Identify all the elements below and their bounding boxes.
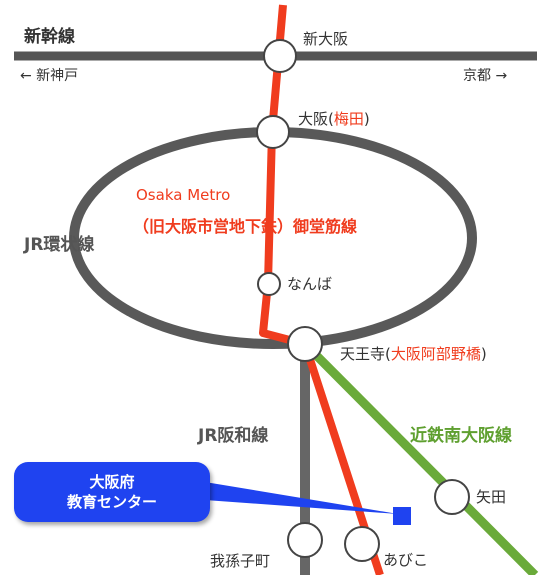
jr-loop-label: JR環状線 xyxy=(24,235,95,255)
osaka-label: 大阪(梅田) xyxy=(298,108,370,129)
callout-pointer xyxy=(205,482,398,514)
shinkansen-label: 新幹線 xyxy=(24,27,75,47)
station-osaka xyxy=(256,115,290,149)
namba-label: なんば xyxy=(287,275,333,293)
umeda-name: 梅田 xyxy=(333,110,364,128)
shin-osaka-label: 新大阪 xyxy=(303,30,349,48)
destination-callout: 大阪府 教育センター xyxy=(14,462,210,522)
abiko-label: あびこ xyxy=(383,551,429,569)
yata-label: 矢田 xyxy=(476,488,507,506)
abikocho-label: 我孫子町 xyxy=(210,552,271,570)
midosuji-label-line2: （旧大阪市営地下鉄）御堂筋線 xyxy=(133,217,358,236)
station-namba xyxy=(257,272,281,296)
osaka-name: 大阪( xyxy=(298,110,334,128)
kintetsu-label: 近鉄南大阪線 xyxy=(410,426,512,446)
midosuji-label-line1: Osaka Metro xyxy=(136,186,231,204)
station-abikocho xyxy=(287,522,323,558)
osaka-close-paren: ) xyxy=(363,110,370,128)
station-shin-osaka xyxy=(263,39,297,73)
tennoji-label: 天王寺(大阪阿部野橋) xyxy=(340,343,487,364)
destination-marker xyxy=(393,507,411,525)
destination-name-line1: 大阪府 xyxy=(89,473,135,491)
direction-east-label: 京都 → xyxy=(463,68,508,84)
direction-west-label: ← 新神戸 xyxy=(20,68,79,84)
abenobashi-name: 大阪阿部野橋 xyxy=(390,345,481,363)
station-tennoji xyxy=(287,326,323,362)
tennoji-name: 天王寺( xyxy=(340,345,391,363)
midosuji-line xyxy=(259,4,384,575)
station-yata xyxy=(434,479,470,515)
jr-hanwa-label: JR阪和線 xyxy=(198,426,269,446)
station-abiko xyxy=(344,526,380,562)
kintetsu-line xyxy=(301,340,539,575)
destination-name-line2: 教育センター xyxy=(66,493,157,511)
tennoji-close-paren: ) xyxy=(480,345,487,363)
